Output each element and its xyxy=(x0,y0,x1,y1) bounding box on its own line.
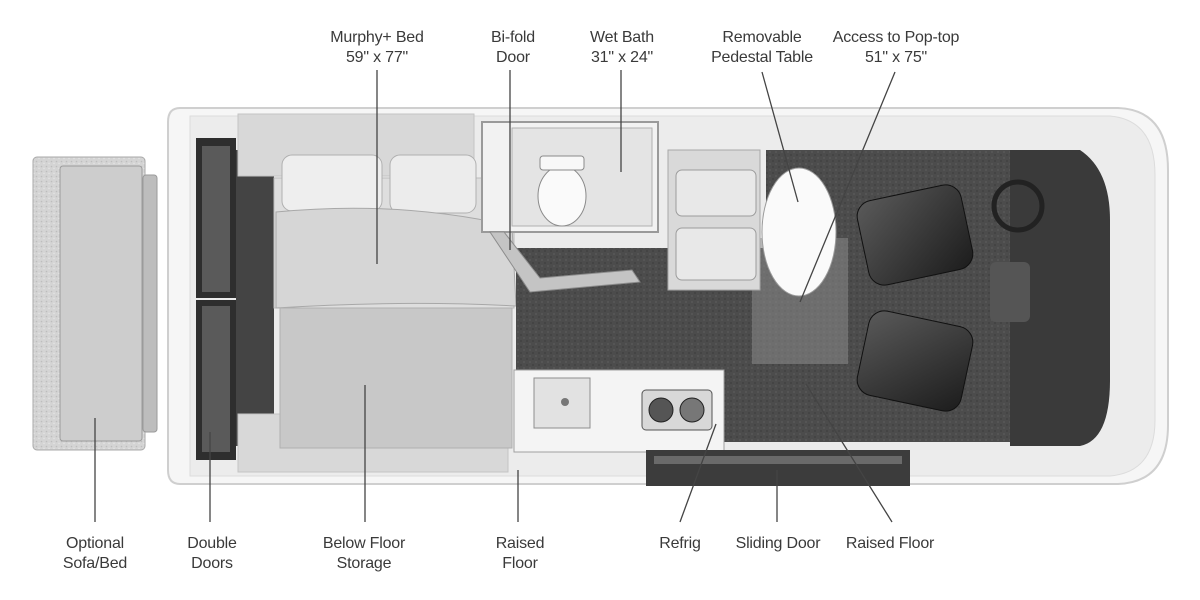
leader-lines xyxy=(94,70,896,523)
label-line: Raised xyxy=(495,535,545,552)
label-line: Wet Bath xyxy=(590,29,654,46)
label-line: Double xyxy=(187,535,237,552)
label-line: 59" x 77" xyxy=(345,49,409,66)
label-line: Access to Pop-top xyxy=(832,29,960,46)
label-sofa-bed: Optional Sofa/Bed xyxy=(15,534,175,574)
label-line: Door xyxy=(496,49,530,66)
cab xyxy=(990,150,1110,446)
label-line: Storage xyxy=(336,555,392,572)
label-raised-floor-rear: Raised Floor xyxy=(440,534,600,574)
label-double-doors: Double Doors xyxy=(132,534,292,574)
steering-wheel-icon xyxy=(991,179,1045,233)
label-line: Bi-fold xyxy=(491,29,535,46)
double-doors xyxy=(196,138,274,460)
bifold-door xyxy=(489,231,641,293)
label-pop-top: Access to Pop-top 51" x 75" xyxy=(816,28,976,68)
label-line: Sofa/Bed xyxy=(62,555,128,572)
label-line: Removable xyxy=(722,29,802,46)
label-line: Pedestal Table xyxy=(711,49,813,66)
label-line: Below Floor xyxy=(322,535,406,552)
wet-bath xyxy=(481,121,659,233)
pedestal-table xyxy=(761,167,837,297)
label-line: Refrig xyxy=(659,535,701,552)
label-line: Raised Floor xyxy=(845,535,935,552)
label-line: Doors xyxy=(191,555,233,572)
label-line: Murphy+ Bed xyxy=(330,29,424,46)
label-pedestal-table: Removable Pedestal Table xyxy=(682,28,842,68)
dinette xyxy=(667,149,837,297)
label-line: Floor xyxy=(502,555,538,572)
sliding-door xyxy=(646,450,910,486)
label-murphy-bed: Murphy+ Bed 59" x 77" xyxy=(297,28,457,68)
label-line: 31" x 24" xyxy=(590,49,654,66)
below-floor-storage xyxy=(279,307,513,449)
label-refrig: Refrig xyxy=(600,534,760,554)
galley xyxy=(513,369,725,453)
murphy-bed xyxy=(273,154,517,449)
front-seats xyxy=(856,184,974,412)
label-bifold-door: Bi-fold Door xyxy=(433,28,593,68)
label-wet-bath: Wet Bath 31" x 24" xyxy=(542,28,702,68)
label-line: 51" x 75" xyxy=(864,49,928,66)
label-below-floor-storage: Below Floor Storage xyxy=(284,534,444,574)
label-line: Optional xyxy=(66,535,124,552)
label-line: Sliding Door xyxy=(735,535,821,552)
label-raised-floor-front: Raised Floor xyxy=(810,534,970,554)
sofa-bed xyxy=(32,156,158,451)
label-sliding-door: Sliding Door xyxy=(698,534,858,554)
